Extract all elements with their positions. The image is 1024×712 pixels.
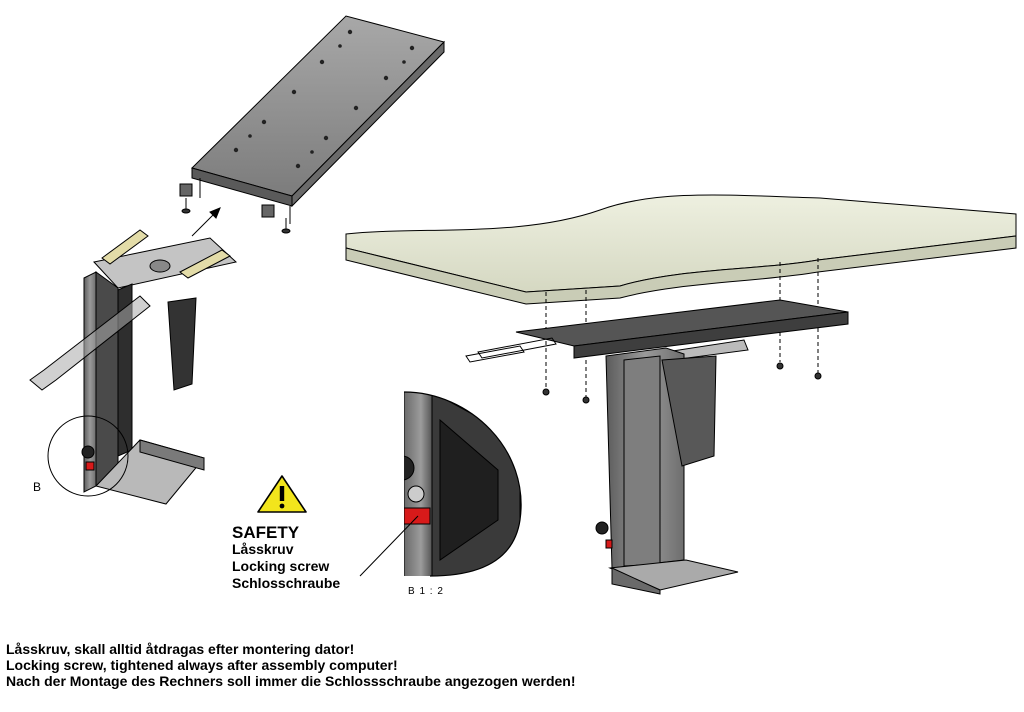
note-english: Locking screw, tightened always after as…	[6, 657, 398, 673]
detail-scale-label: B 1 : 2	[408, 586, 444, 597]
cpu-holder-left	[29, 229, 238, 505]
detail-b-view	[359, 391, 522, 577]
safety-line-german: Schlosschraube	[232, 575, 341, 591]
assembly-arrow	[191, 207, 221, 237]
instruction-notes: Låsskruv, skall alltid åtdragas efter mo…	[6, 641, 576, 689]
safety-line-english: Locking screw	[232, 558, 330, 574]
exploded-mounting-plate	[191, 15, 445, 224]
exploded-screw-left	[179, 183, 193, 214]
cpu-holder-right	[595, 347, 739, 595]
exploded-screw-right	[261, 204, 291, 234]
mounting-screws	[542, 362, 822, 404]
detail-reference-label: B	[33, 480, 42, 494]
warning-icon	[257, 475, 307, 513]
note-german: Nach der Montage des Rechners soll immer…	[6, 673, 576, 689]
desk-top	[345, 194, 1017, 305]
detail-b-callout-circle	[47, 415, 129, 497]
safety-title: SAFETY	[232, 523, 300, 542]
safety-label-block: SAFETY Låsskruv Locking screw Schlosschr…	[232, 524, 340, 592]
note-swedish: Låsskruv, skall alltid åtdragas efter mo…	[6, 641, 355, 657]
safety-line-swedish: Låsskruv	[232, 541, 294, 557]
